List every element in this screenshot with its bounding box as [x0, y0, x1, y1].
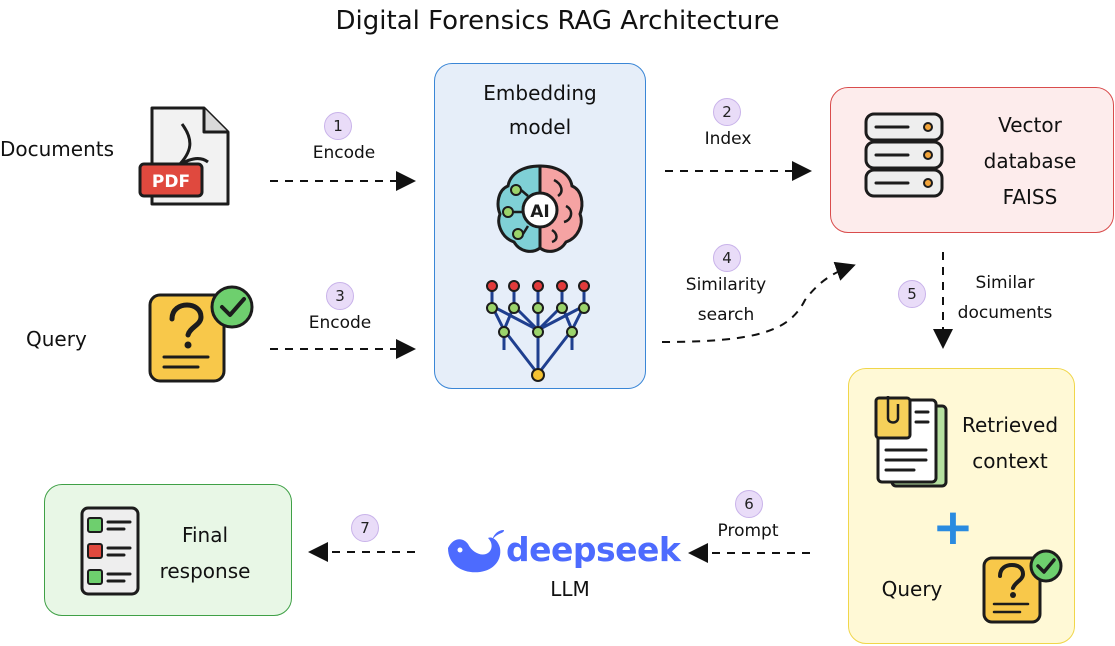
step-6-badge: 6 [735, 490, 763, 518]
deepseek-whale-icon [448, 530, 504, 573]
step-3-badge: 3 [326, 282, 354, 310]
step-5-badge: 5 [898, 280, 926, 308]
llm-label: LLM [550, 577, 590, 601]
step-4-label-line1: Similarity [685, 275, 767, 295]
plus-sign: + [932, 498, 974, 556]
step-3-label: Encode [308, 313, 372, 333]
vector-db-line3: FAISS [1002, 185, 1058, 209]
embedding-label-line2: model [508, 115, 572, 139]
final-response-line1: Final [181, 523, 229, 547]
query-question-icon [148, 285, 254, 383]
documents-label: Documents [0, 137, 115, 161]
neural-network-icon [486, 280, 590, 382]
vector-db-line2: database [983, 149, 1077, 173]
embedding-label-line1: Embedding [483, 81, 597, 105]
step-4-badge: 4 [713, 244, 741, 272]
retrieved-line1: Retrieved [961, 413, 1059, 437]
pdf-document-icon: PDF [138, 106, 230, 206]
retrieved-documents-icon [874, 396, 948, 488]
query-label: Query [26, 327, 87, 351]
ai-brain-icon: AI [496, 164, 584, 253]
pdf-badge-text: PDF [152, 172, 190, 192]
step-4-label-line2: search [697, 305, 755, 325]
vector-db-line1: Vector [998, 113, 1062, 137]
step-1-label: Encode [312, 143, 376, 163]
step-6-label: Prompt [717, 521, 779, 541]
deepseek-brand: deepseek [506, 530, 681, 569]
step-5-label-line2: documents [957, 303, 1053, 323]
ai-badge-text: AI [530, 202, 549, 222]
step-2-label: Index [704, 129, 752, 149]
diagram-title: Digital Forensics RAG Architecture [335, 6, 780, 36]
retrieved-line2: context [972, 449, 1048, 473]
retrieved-query-icon [982, 549, 1063, 624]
step-2-badge: 2 [713, 98, 741, 126]
arrow-similarity-search [661, 261, 856, 343]
step-5-label-line1: Similar [975, 273, 1035, 293]
step-1-badge: 1 [324, 112, 352, 140]
checklist-icon [80, 506, 140, 596]
database-icon [864, 112, 944, 198]
step-7-badge: 7 [351, 514, 379, 542]
final-response-line2: response [159, 559, 251, 583]
retrieved-query-label: Query [881, 577, 943, 601]
